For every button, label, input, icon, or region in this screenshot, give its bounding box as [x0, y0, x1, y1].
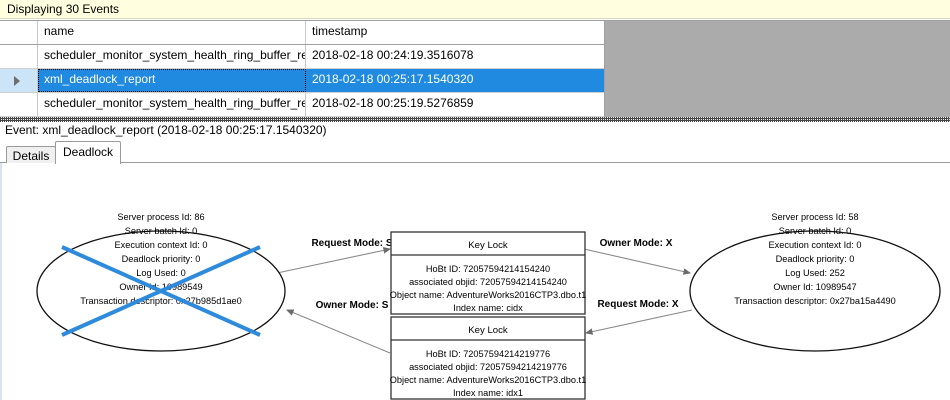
keylock-top-line-3: Index name: cidx [453, 303, 523, 313]
detail-tabstrip: Details Deadlock [0, 141, 950, 164]
keylock-top-line-2: Object name: AdventureWorks2016CTP3.dbo.… [390, 290, 586, 300]
table-row[interactable]: scheduler_monitor_system_health_ring_buf… [0, 45, 604, 69]
tab-details[interactable]: Details [6, 146, 56, 164]
process-right-line-4: Log Used: 252 [785, 268, 845, 278]
process-node-left[interactable]: Server process Id: 86 Server batch Id: 0… [36, 212, 286, 352]
process-right-line-2: Execution context Id: 0 [769, 240, 862, 250]
process-right-line-0: Server process Id: 58 [771, 212, 858, 222]
event-detail-header: Event: xml_deadlock_report (2018-02-18 0… [0, 122, 950, 140]
row-selector[interactable] [0, 45, 38, 68]
keylock-bottom-line-2: Object name: AdventureWorks2016CTP3.dbo.… [390, 375, 586, 385]
victim-cross-icon [61, 245, 261, 337]
row-selector[interactable] [0, 93, 38, 116]
edge-label-left-request-top: Request Mode: S [311, 238, 392, 249]
cell-name[interactable]: xml_deadlock_report [38, 69, 306, 92]
column-header-timestamp[interactable]: timestamp [306, 21, 604, 44]
events-grid[interactable]: name timestamp scheduler_monitor_system_… [0, 21, 605, 117]
process-right-line-3: Deadlock priority: 0 [776, 254, 855, 264]
events-grid-container: name timestamp scheduler_monitor_system_… [0, 20, 950, 117]
table-row[interactable]: scheduler_monitor_system_health_ring_buf… [0, 93, 604, 117]
edge-top-owner-right: Owner Mode: X [583, 238, 692, 275]
keylock-top-line-0: HoBt ID: 72057594214154240 [426, 264, 550, 274]
edge-bottom-owner-left: Owner Mode: S [285, 300, 391, 354]
keylock-top-line-1: associated objid: 72057594214154240 [409, 277, 567, 287]
keylock-bottom-line-1: associated objid: 72057594214219776 [409, 362, 567, 372]
column-header-selector [0, 21, 38, 44]
edge-label-right-request-bottom: Request Mode: X [597, 299, 678, 310]
horizontal-splitter[interactable] [0, 117, 950, 122]
keylock-bottom-line-0: HoBt ID: 72057594214219776 [426, 349, 550, 359]
row-selector[interactable] [0, 69, 38, 92]
events-grid-header-row: name timestamp [0, 21, 604, 45]
process-left-line-6: Transaction descriptor: 0x27b985d1ae0 [80, 296, 242, 306]
process-left-line-3: Deadlock priority: 0 [122, 254, 201, 264]
process-right-line-5: Owner Id: 10989547 [773, 282, 856, 292]
events-banner: Displaying 30 Events [0, 0, 950, 19]
edge-right-request-bottom: Request Mode: X [584, 299, 693, 335]
keylock-bottom-line-3: Index name: idx1 [453, 388, 523, 398]
edge-label-top-owner-right: Owner Mode: X [600, 238, 673, 249]
keylock-top-title: Key Lock [468, 240, 508, 251]
resource-node-keylock-bottom[interactable]: Key Lock HoBt ID: 72057594214219776 asso… [390, 316, 586, 400]
process-left-line-4: Log Used: 0 [136, 268, 186, 278]
keylock-bottom-title: Key Lock [468, 325, 508, 336]
edge-label-bottom-owner-left: Owner Mode: S [316, 300, 389, 311]
cell-name[interactable]: scheduler_monitor_system_health_ring_buf… [38, 93, 306, 116]
process-left-line-0: Server process Id: 86 [117, 212, 204, 222]
events-banner-label: Displaying 30 Events [7, 2, 120, 16]
resource-node-keylock-top[interactable]: Key Lock HoBt ID: 72057594214154240 asso… [390, 231, 586, 315]
process-node-right[interactable]: Server process Id: 58 Server batch Id: 0… [689, 212, 941, 352]
edge-left-request-top: Request Mode: S [276, 238, 393, 274]
cell-name[interactable]: scheduler_monitor_system_health_ring_buf… [38, 45, 306, 68]
process-left-line-5: Owner Id: 10989549 [119, 282, 202, 292]
deadlock-graph-canvas[interactable]: Request Mode: S Owner Mode: S Owner Mode… [0, 163, 950, 400]
column-header-name[interactable]: name [38, 21, 306, 44]
tab-deadlock[interactable]: Deadlock [55, 141, 121, 164]
cell-timestamp[interactable]: 2018-02-18 00:24:19.3516078 [306, 45, 604, 68]
row-current-arrow-icon [14, 76, 20, 86]
process-right-line-6: Transaction descriptor: 0x27ba15a4490 [734, 296, 896, 306]
table-row[interactable]: xml_deadlock_report 2018-02-18 00:25:17.… [0, 69, 604, 93]
event-detail-title: Event: xml_deadlock_report (2018-02-18 0… [5, 123, 327, 137]
cell-timestamp[interactable]: 2018-02-18 00:25:17.1540320 [306, 69, 604, 92]
process-left-line-2: Execution context Id: 0 [115, 240, 208, 250]
cell-timestamp[interactable]: 2018-02-18 00:25:19.5276859 [306, 93, 604, 116]
process-left-line-1: Server batch Id: 0 [125, 226, 198, 236]
process-right-line-1: Server batch Id: 0 [779, 226, 852, 236]
